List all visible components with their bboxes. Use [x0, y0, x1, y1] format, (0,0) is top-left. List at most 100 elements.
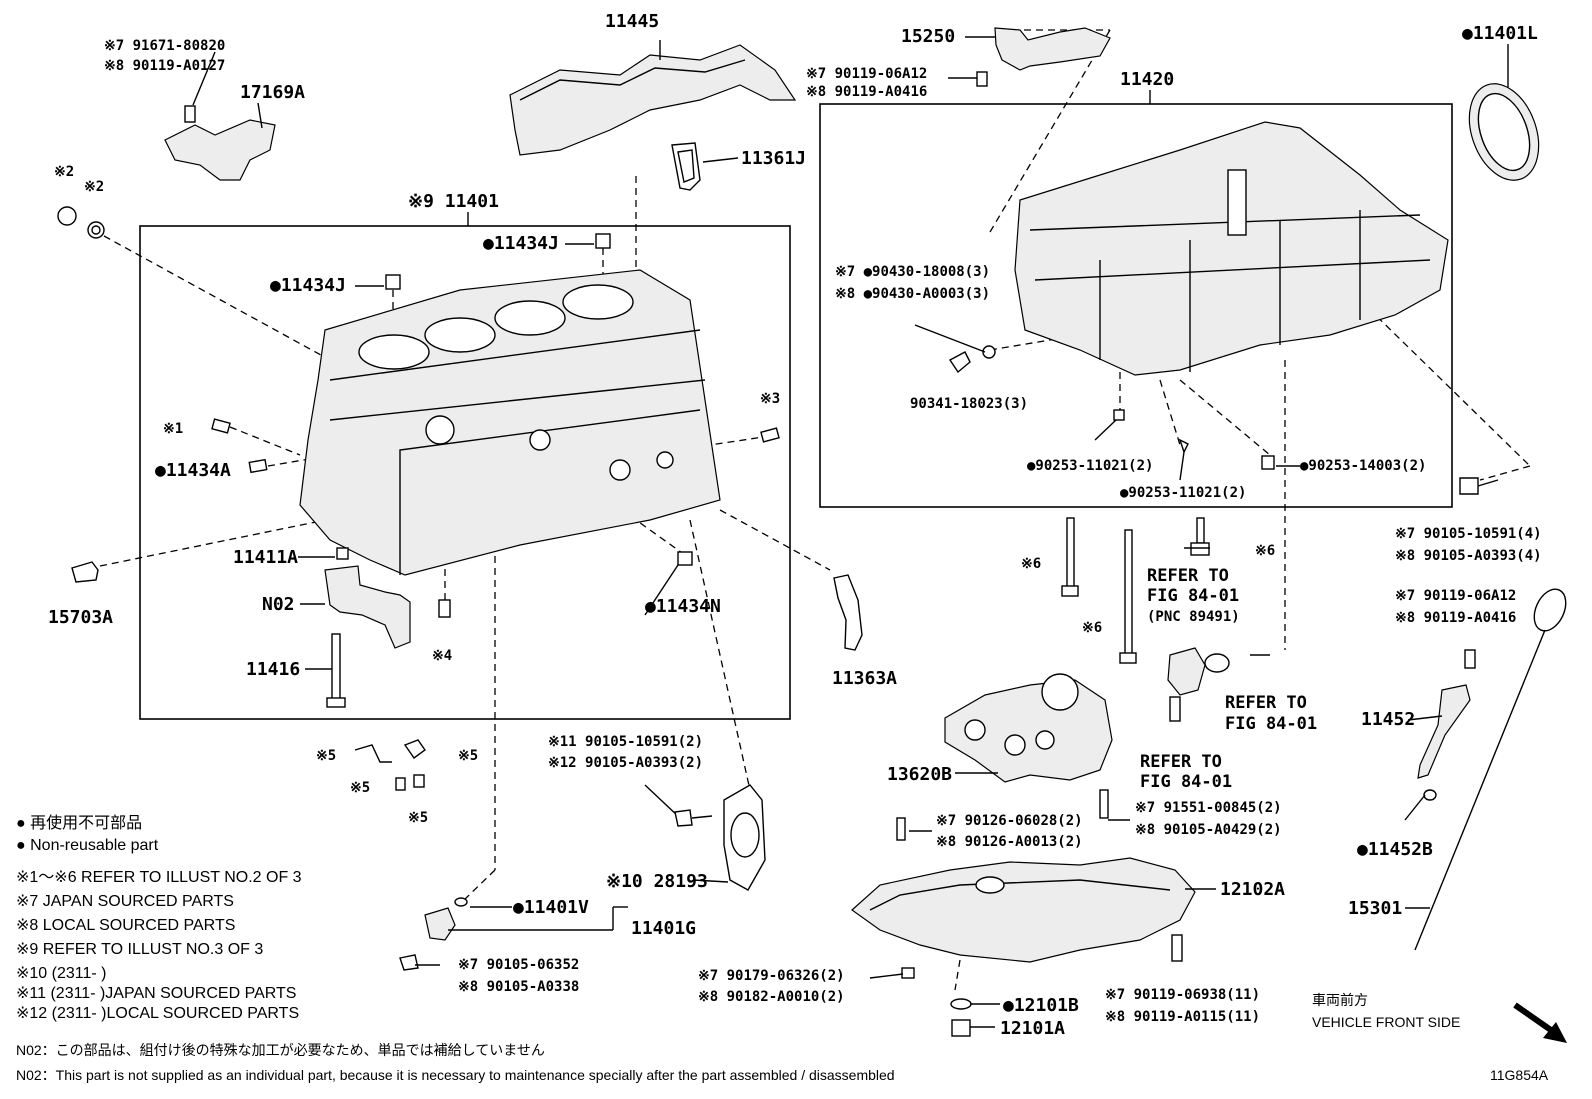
part-11361j-gasket — [671, 142, 701, 191]
label-15250: 15250 — [901, 26, 955, 47]
label-mark6-c: ※6 — [1255, 543, 1275, 559]
part-15301-dipstick — [1414, 588, 1567, 951]
label-refer-2a: REFER TO — [1225, 693, 1307, 713]
part-12102a-oil-pan — [851, 857, 1196, 1037]
label-11401v: ●11401V — [513, 897, 589, 918]
front-side-en: VEHICLE FRONT SIDE — [1312, 1014, 1460, 1030]
label-refer-1c: (PNC 89491) — [1147, 609, 1240, 625]
label-mark5-c: ※5 — [350, 780, 370, 796]
part-11420-crankcase — [1014, 121, 1449, 376]
label-90105-06352: ※7 90105-06352 — [458, 957, 579, 973]
label-90253-11021-a: ●90253-11021(2) — [1027, 458, 1153, 474]
label-90119-a0416-top: ※8 90119-A0416 — [806, 84, 927, 100]
label-mark5-d: ※5 — [408, 810, 428, 826]
legend-note-1-6: ※1～※6 REFER TO ILLUST NO.2 OF 3 — [16, 869, 302, 886]
label-90119-a0127: ※8 90119-A0127 — [104, 58, 225, 74]
label-90119-a0416-right: ※8 90119-A0416 — [1395, 610, 1516, 626]
label-11434a: ●11434A — [155, 460, 231, 481]
label-mark5-b: ※5 — [458, 748, 478, 764]
label-90105-10591-right: ※7 90105-10591(4) — [1395, 526, 1542, 542]
solid-leaders — [192, 36, 1509, 1028]
part-11363a-hose — [833, 574, 863, 651]
label-mark1: ※1 — [163, 421, 183, 437]
footer-n02-jp: N02：この部品は、組付け後の特殊な加工が必要なため、単品では補給していません — [16, 1042, 545, 1058]
part-13620b-oil-pump — [896, 673, 1113, 841]
part-15250-oil-control-valve — [976, 27, 1111, 87]
label-refer-3a: REFER TO — [1140, 752, 1222, 772]
legend-note-9: ※9 REFER TO ILLUST NO.3 OF 3 — [16, 941, 263, 958]
label-mark2-b: ※2 — [84, 179, 104, 195]
label-11363a: 11363A — [832, 668, 897, 689]
label-28193: ※10 28193 — [606, 871, 708, 892]
label-90105-a0429: ※8 90105-A0429(2) — [1135, 822, 1282, 838]
label-90105-a0393-center: ※12 90105-A0393(2) — [548, 755, 703, 771]
label-11420: 11420 — [1120, 69, 1174, 90]
parts-5 — [354, 739, 426, 791]
legend-non-reusable-en: ● Non-reusable part — [16, 837, 159, 854]
block-small-parts — [71, 233, 780, 708]
legend-non-reusable-jp: ● 再使用不可部品 — [16, 814, 142, 832]
label-90430-a0003: ※8 ●90430-A0003(3) — [835, 286, 990, 302]
part-11401g-plug — [399, 897, 468, 971]
label-90341-18023: 90341-18023(3) — [910, 396, 1028, 412]
label-15703a: 15703A — [48, 607, 113, 628]
label-mark2-a: ※2 — [54, 164, 74, 180]
label-11401g: 11401G — [631, 918, 696, 939]
label-90119-a0115: ※8 90119-A0115(11) — [1105, 1009, 1260, 1025]
legend-note-8: ※8 LOCAL SOURCED PARTS — [16, 917, 235, 934]
part-28193-gasket — [723, 784, 766, 891]
legend: ● 再使用不可部品 ● Non-reusable part ※1～※6 REFE… — [16, 814, 302, 1022]
label-mark4: ※4 — [432, 648, 452, 664]
footer: N02：この部品は、組付け後の特殊な加工が必要なため、単品では補給していません … — [16, 992, 1549, 1083]
part-11445-shield — [509, 44, 797, 156]
label-11434n: ●11434N — [645, 596, 721, 617]
label-90119-06a12-right: ※7 90119-06A12 — [1395, 588, 1516, 604]
label-mark3: ※3 — [760, 391, 780, 407]
label-11452: 11452 — [1361, 709, 1415, 730]
vehicle-front-arrow-icon — [1513, 1002, 1567, 1043]
label-11452b: ●11452B — [1357, 839, 1433, 860]
label-13620b: 13620B — [887, 764, 952, 785]
label-mark6-a: ※6 — [1021, 556, 1041, 572]
label-refer-1a: REFER TO — [1147, 566, 1229, 586]
label-11434j-top: ●11434J — [483, 233, 559, 254]
label-15301: 15301 — [1348, 898, 1402, 919]
label-mark5-a: ※5 — [316, 748, 336, 764]
label-90119-06a12-top: ※7 90119-06A12 — [806, 66, 927, 82]
part-labels: 11445 ※7 91671-80820 ※8 90119-A0127 1716… — [48, 11, 1542, 1039]
label-90119-06938: ※7 90119-06938(11) — [1105, 987, 1260, 1003]
label-12102a: 12102A — [1220, 879, 1285, 900]
label-mark6-b: ※6 — [1082, 620, 1102, 636]
front-side-jp: 車両前方 — [1312, 992, 1368, 1008]
label-90253-11021-b: ●90253-11021(2) — [1120, 485, 1246, 501]
label-90126-a0013: ※8 90126-A0013(2) — [936, 834, 1083, 850]
label-refer-2b: FIG 84-01 — [1225, 714, 1317, 734]
stiffening-crankcase-frame — [819, 103, 1453, 508]
legend-note-11: ※11 (2311- )JAPAN SOURCED PARTS — [16, 985, 296, 1002]
label-90253-14003: ●90253-14003(2) — [1300, 458, 1426, 474]
label-11361j: 11361J — [741, 148, 806, 169]
label-11416: 11416 — [246, 659, 300, 680]
label-90182-a0010: ※8 90182-A0010(2) — [698, 989, 845, 1005]
label-90105-10591-center: ※11 90105-10591(2) — [548, 734, 703, 750]
bolt-90105-center — [644, 784, 713, 827]
legend-note-7: ※7 JAPAN SOURCED PARTS — [16, 893, 234, 910]
label-90179-06326: ※7 90179-06326(2) — [698, 968, 845, 984]
illustration-code: 11G854A — [1490, 1067, 1549, 1083]
label-17169a: 17169A — [240, 82, 305, 103]
label-91551-00845: ※7 91551-00845(2) — [1135, 800, 1282, 816]
legend-note-12: ※12 (2311- )LOCAL SOURCED PARTS — [16, 1005, 299, 1022]
cylinder-block-frame — [139, 225, 791, 720]
label-90126-06028: ※7 90126-06028(2) — [936, 813, 1083, 829]
plug-seals-2 — [57, 206, 105, 239]
part-11401l-oil-seal — [1468, 83, 1540, 181]
label-refer-3b: FIG 84-01 — [1140, 772, 1232, 792]
label-11401l: ●11401L — [1462, 23, 1538, 44]
sensor-pnc-89491 — [1167, 647, 1270, 722]
label-91671-80820: ※7 91671-80820 — [104, 38, 225, 54]
crankcase-small-parts — [948, 345, 1499, 495]
legend-note-10: ※10 (2311- ) — [16, 965, 106, 982]
label-12101b: ●12101B — [1003, 995, 1079, 1016]
label-11401: ※9 11401 — [408, 191, 499, 212]
